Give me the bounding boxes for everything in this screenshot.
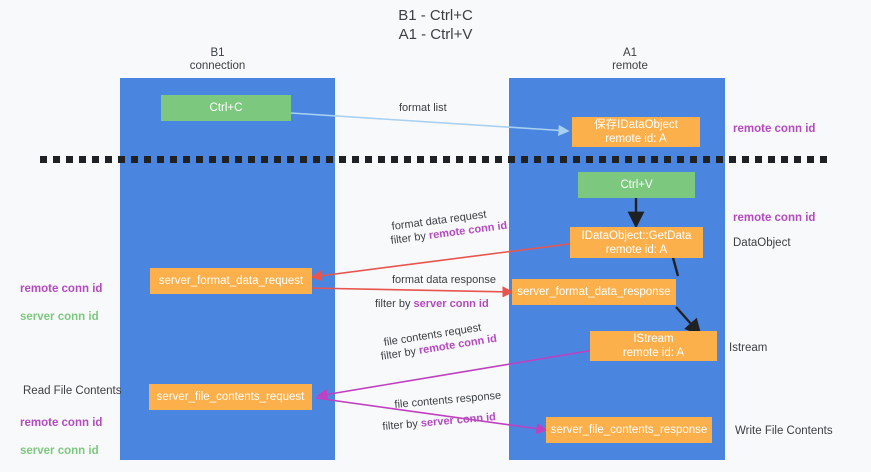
save-idataobject-box[interactable]: 保存IDataObject remote id: A bbox=[572, 117, 700, 147]
server-file-contents-request-box[interactable]: server_file_contents_request bbox=[149, 384, 312, 410]
phase-divider bbox=[40, 156, 832, 163]
note-dataobject: DataObject bbox=[733, 237, 791, 249]
note-conn-ids-middle: remote conn id server conn id bbox=[20, 268, 102, 338]
note-write-file-contents: Write File Contents bbox=[735, 425, 833, 437]
server-format-data-request-box[interactable]: server_format_data_request bbox=[150, 268, 312, 294]
idataobject-getdata-box[interactable]: IDataObject::GetData remote id: A bbox=[570, 227, 703, 258]
ctrl-v-box[interactable]: Ctrl+V bbox=[578, 172, 695, 198]
edge-label-filter-server-1-highlight: server conn id bbox=[413, 298, 489, 310]
note-remote-conn-id-middle: remote conn id bbox=[733, 212, 816, 224]
edge-label-filter-server-2-prefix: filter by bbox=[382, 417, 422, 433]
arrow-file-contents-request bbox=[316, 349, 595, 400]
lane-header-b1: B1 connection bbox=[189, 47, 246, 72]
edge-label-filter-server-1-prefix: filter by bbox=[375, 298, 414, 310]
note-remote-conn-id-top: remote conn id bbox=[733, 123, 816, 135]
lane-header-a1: A1 remote bbox=[612, 47, 648, 72]
arrow-response-to-istream bbox=[675, 306, 702, 336]
note-istream: Istream bbox=[729, 342, 768, 354]
arrow-format-list bbox=[274, 111, 570, 136]
edge-label-format-data-response: format data response bbox=[392, 274, 496, 287]
edge-label-filter-server-1: filter by server conn id bbox=[375, 298, 489, 311]
page-title: B1 - Ctrl+C A1 - Ctrl+V bbox=[398, 7, 473, 43]
arrow-format-data-response bbox=[306, 286, 514, 298]
server-file-contents-response-box[interactable]: server_file_contents_response bbox=[546, 417, 712, 443]
note-read-file-contents: Read File Contents bbox=[23, 385, 122, 397]
note-conn-ids-bottom: remote conn id server conn id bbox=[20, 402, 102, 472]
istream-box[interactable]: IStream remote id: A bbox=[590, 331, 717, 361]
ctrl-c-box[interactable]: Ctrl+C bbox=[161, 95, 291, 121]
note-remote-conn-id-left-bottom: remote conn id bbox=[20, 417, 103, 429]
edge-label-format-list-text: format list bbox=[399, 102, 447, 114]
note-server-conn-id-left-middle: server conn id bbox=[20, 311, 99, 323]
edge-label-format-list: format list bbox=[399, 102, 447, 115]
edge-label-format-data-response-text: format data response bbox=[392, 274, 496, 286]
server-format-data-response-box[interactable]: server_format_data_response bbox=[512, 279, 676, 305]
arrow-format-data-request bbox=[310, 242, 577, 282]
arrow-file-contents-response bbox=[315, 397, 548, 435]
note-remote-conn-id-left-middle: remote conn id bbox=[20, 283, 103, 295]
note-server-conn-id-left-bottom: server conn id bbox=[20, 445, 99, 457]
